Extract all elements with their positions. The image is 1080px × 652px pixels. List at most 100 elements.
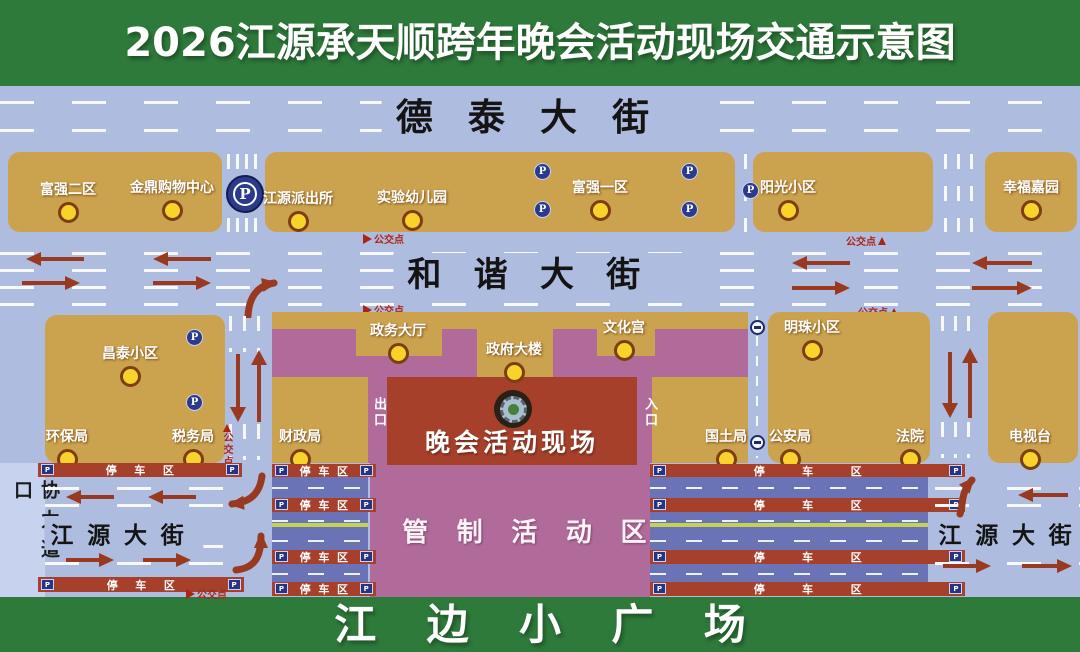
venue-label: 晚会活动现场 [424,428,599,457]
block-fuqiang2 [8,152,222,232]
parking-lane [272,477,368,498]
arrow-left-icon [148,489,196,505]
bus-stop-label: 公交点 [846,233,886,248]
poi-youeryuan: 实验幼儿园 [377,190,447,231]
parking-lane [272,564,368,582]
arrow-right-icon [22,275,80,291]
bus-arrow-icon [890,307,898,316]
poi-zhengfu: 政府大楼 [486,342,542,383]
parking-icon: P [41,464,54,475]
arrow-turn-right-icon [244,278,278,318]
lane-dash [243,424,246,460]
parking-lane [650,477,928,498]
lane-dash [954,316,957,348]
arrow-left-icon [153,251,211,267]
parking-icon: P [949,464,963,476]
arrow-right-icon [143,552,191,568]
poi-dot [801,340,823,361]
lane-dash [935,487,1080,490]
lane-dash [0,303,1080,306]
bus-flag-icon [186,588,195,599]
arrow-down-icon [942,352,958,418]
parking-icon: P [275,583,288,594]
parking-icon: P [275,499,288,510]
parking-icon: P [41,578,54,590]
exit-label: 出口 [371,397,386,429]
bus-arrow-icon [878,236,886,245]
lane-dash [45,487,225,490]
poi-fuqiang1: 富强一区 [572,180,628,221]
street-detai: 德泰大街 [381,95,699,141]
arrow-left-icon [26,251,84,267]
arrow-right-icon [972,280,1032,296]
arrow-up-icon [962,348,978,418]
lane-dash [243,316,246,352]
poi-xingfu: 幸福嘉园 [1003,180,1059,221]
plaza-label: 江边小广场 [334,600,797,649]
bus-stop-label: 公交点 [186,586,227,601]
poi-dot [287,211,309,232]
arrow-up-icon [251,350,267,422]
lane-dash [957,154,960,232]
lane-dash [257,316,260,352]
arrow-left-icon [66,489,114,505]
parking-icon: P [742,182,759,199]
block-center-north [265,152,735,232]
poi-fuqiang2: 富强二区 [40,182,96,223]
poi-paichusuo: 江源派出所 [263,191,333,232]
arrow-turn-up-icon [956,476,976,518]
parking-icon: P [534,163,551,180]
arrow-turn-left-icon [228,472,266,510]
parking-icon: P [186,329,203,346]
parking-icon: P [949,551,963,562]
street-jiangyuan-right: 江源大街 [932,516,1080,550]
arrow-down-icon [230,354,246,422]
poi-dot [589,200,611,221]
parking-icon: P [186,394,203,411]
lane-dash [967,422,970,458]
parking-icon: P [359,499,373,510]
parking-letter: P [233,182,257,206]
parking-icon: P [534,201,551,218]
parking-lane [650,564,928,582]
poi-changtai: 昌泰小区 [102,346,158,387]
lane-dash [941,316,944,348]
parking-icon: P [653,583,666,594]
parking-icon: P [653,464,666,476]
arrow-left-icon [1018,487,1068,503]
street-hexie: 和谐大街 [393,253,687,297]
poi-dot [777,200,799,221]
poi-jinding: 金鼎购物中心 [130,180,214,221]
poi-zhengwu: 政务大厅 [370,323,426,364]
lane-dash [935,562,1080,565]
parking-icon: P [226,175,264,213]
lane-dash [257,424,260,460]
bus-flag-icon [363,233,372,244]
divider-line [650,523,928,527]
page-title: 2026江源承天顺跨年晚会活动现场交通示意图 [124,20,956,66]
arrow-left-icon [972,255,1032,271]
parking-lane [650,512,928,550]
lane-dash [941,422,944,458]
parking-icon: P [359,551,373,562]
lane-dash [45,504,225,507]
no-entry-icon [750,435,765,450]
lane-dash [967,316,970,348]
block-mingzhu [768,312,930,463]
poi-dot [1019,449,1041,470]
poi-dot [401,210,423,231]
divider-line [272,523,368,527]
poi-dot [503,362,525,383]
arrow-turn-up-icon [232,532,268,574]
parking-icon: P [227,578,241,590]
plaza-banner: 江边小广场 [0,597,1080,652]
lane-dash [229,316,232,352]
no-entry-icon [750,320,765,335]
poi-dot [119,366,141,387]
